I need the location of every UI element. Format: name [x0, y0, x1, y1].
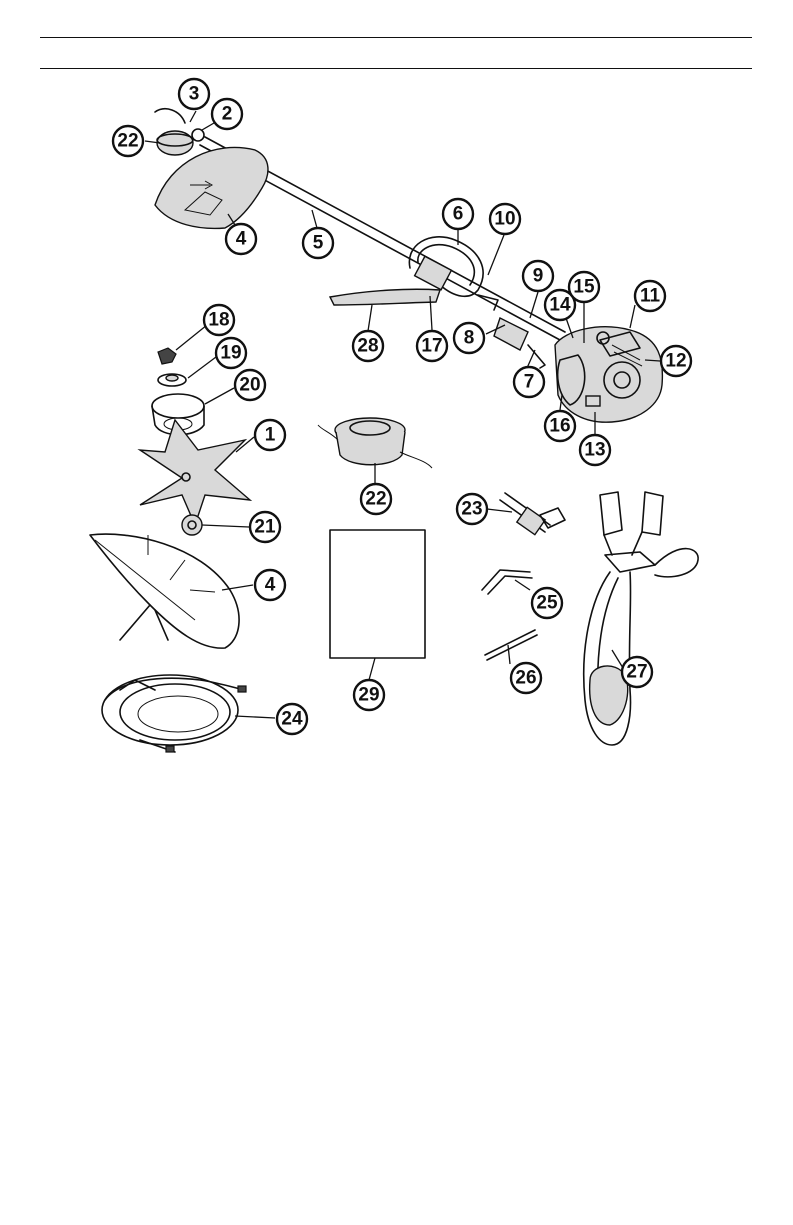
- callout-22-top: 22: [113, 126, 143, 156]
- callout-16: 16: [545, 411, 575, 441]
- callout-10: 10: [490, 204, 520, 234]
- nut-icon: [158, 348, 176, 364]
- rear-grip: [494, 318, 528, 350]
- svg-text:4: 4: [265, 575, 276, 596]
- trimmer-assembly-icon: [155, 109, 662, 422]
- svg-text:1: 1: [265, 425, 276, 446]
- callout-6: 6: [443, 199, 473, 229]
- svg-text:20: 20: [239, 375, 260, 396]
- svg-text:28: 28: [357, 336, 378, 357]
- svg-text:27: 27: [626, 662, 647, 683]
- svg-text:2: 2: [222, 104, 233, 125]
- svg-text:22: 22: [117, 131, 138, 152]
- blade-holder-icon: [182, 515, 202, 535]
- throttle-trigger: [528, 345, 545, 368]
- callout-11: 11: [635, 281, 665, 311]
- callout-2: 2: [212, 99, 242, 129]
- svg-text:9: 9: [533, 266, 544, 287]
- socket-wrench-icon: [500, 493, 565, 535]
- svg-text:25: 25: [536, 593, 558, 614]
- callout-17: 17: [417, 331, 447, 361]
- callout-8: 8: [454, 323, 484, 353]
- svg-text:15: 15: [573, 277, 595, 298]
- svg-text:3: 3: [189, 84, 200, 105]
- operator-manual-icon: [330, 530, 425, 658]
- svg-text:13: 13: [584, 440, 605, 461]
- svg-text:12: 12: [665, 351, 686, 372]
- callout-27: 27: [622, 657, 652, 687]
- svg-text:4: 4: [236, 229, 247, 250]
- svg-text:10: 10: [494, 209, 515, 230]
- cutting-blade-icon: [140, 420, 250, 525]
- callout-4-top: 4: [226, 224, 256, 254]
- svg-text:22: 22: [365, 489, 386, 510]
- svg-text:21: 21: [254, 517, 276, 538]
- svg-text:19: 19: [220, 343, 241, 364]
- svg-text:6: 6: [453, 204, 464, 225]
- callout-22-bottom: 22: [361, 484, 391, 514]
- line-coil-icon: [102, 675, 246, 752]
- svg-text:23: 23: [461, 499, 482, 520]
- callout-18: 18: [204, 305, 234, 335]
- callout-4-bottom: 4: [255, 570, 285, 600]
- callout-28: 28: [353, 331, 383, 361]
- callout-24: 24: [277, 704, 307, 734]
- svg-text:14: 14: [549, 295, 571, 316]
- trimmer-head-spool-icon: [318, 418, 432, 468]
- callout-5: 5: [303, 228, 333, 258]
- callout-9: 9: [523, 261, 553, 291]
- callout-13: 13: [580, 435, 610, 465]
- shoulder-harness-icon: [584, 492, 698, 745]
- svg-text:29: 29: [358, 685, 379, 706]
- callout-1: 1: [255, 420, 285, 450]
- hex-key-icon: [482, 570, 532, 594]
- grass-guard: [155, 147, 268, 228]
- callout-23: 23: [457, 494, 487, 524]
- svg-text:24: 24: [281, 709, 303, 730]
- callout-25: 25: [532, 588, 562, 618]
- svg-text:8: 8: [464, 328, 475, 349]
- svg-text:26: 26: [515, 668, 536, 689]
- locking-pin-icon: [485, 630, 537, 660]
- callout-21: 21: [250, 512, 280, 542]
- callout-3: 3: [179, 79, 209, 109]
- callout-26: 26: [511, 663, 541, 693]
- callout-15: 15: [569, 272, 599, 302]
- callout-12: 12: [661, 346, 691, 376]
- callout-7: 7: [514, 367, 544, 397]
- callout-20: 20: [235, 370, 265, 400]
- svg-text:16: 16: [549, 416, 570, 437]
- svg-text:7: 7: [524, 372, 535, 393]
- callout-29: 29: [354, 680, 384, 710]
- svg-text:11: 11: [640, 286, 661, 307]
- svg-text:18: 18: [208, 310, 229, 331]
- svg-text:5: 5: [313, 233, 324, 254]
- svg-text:17: 17: [421, 336, 442, 357]
- callout-19: 19: [216, 338, 246, 368]
- barrier-bar: [330, 289, 440, 305]
- holder-cup-icon: [152, 394, 204, 418]
